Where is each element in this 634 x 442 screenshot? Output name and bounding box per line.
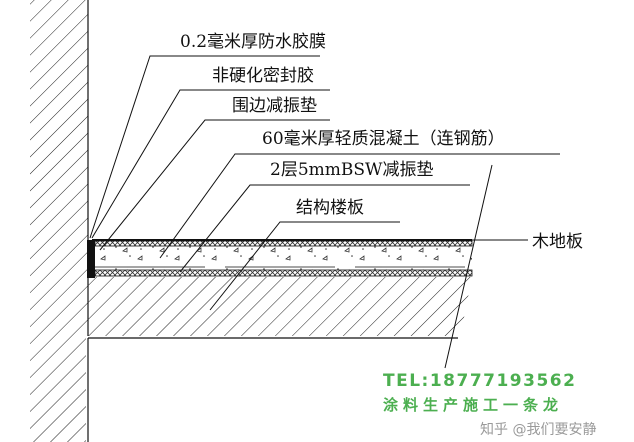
lightweight-concrete	[95, 246, 472, 270]
label-waterproof-membrane: 0.2毫米厚防水胶膜	[180, 32, 327, 52]
contact-phone: TEL:18777193562	[383, 371, 577, 391]
label-concrete: 60毫米厚轻质混凝土（连钢筋）	[262, 129, 505, 149]
label-sealant: 非硬化密封胶	[212, 66, 314, 86]
lower-damping-pad	[94, 269, 473, 277]
wood-floor	[92, 239, 472, 241]
label-structural-slab: 结构楼板	[296, 198, 364, 218]
contact-slogan: 涂料生产施工一条龙	[383, 396, 564, 414]
edge-damping-pad	[87, 240, 95, 278]
label-edge-pad: 围边减振垫	[232, 96, 317, 116]
label-wood-floor: 木地板	[532, 232, 583, 252]
leader-lines	[89, 55, 560, 311]
structural-slab	[88, 277, 472, 338]
upper-damping-pad	[94, 240, 473, 247]
wall	[30, 0, 88, 442]
label-bsw-pad: 2层5mmBSW减振垫	[270, 160, 434, 180]
watermark: 知乎 @我们要安静	[480, 422, 597, 438]
